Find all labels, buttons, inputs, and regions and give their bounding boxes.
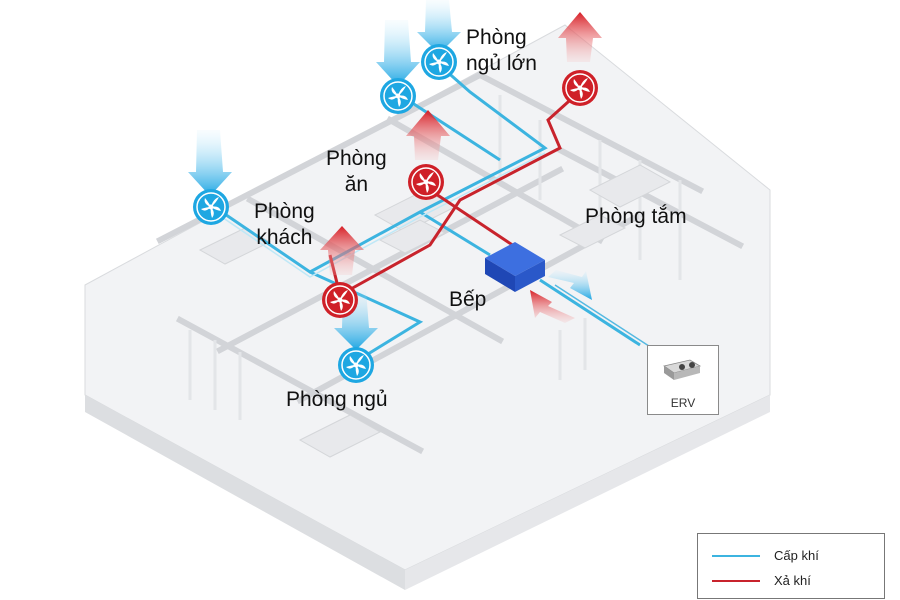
erv-callout-card: ERV xyxy=(647,345,719,415)
supply-arrows xyxy=(188,0,592,350)
blue-downward-arrow-icon xyxy=(376,20,420,86)
room-label-line: ăn xyxy=(344,173,369,196)
room-label-bathroom: Phòng tắm xyxy=(585,205,687,228)
legend-item-supply: Cấp khí xyxy=(712,547,877,565)
legend-label-exhaust: Xả khí xyxy=(774,573,811,588)
red-fan-vent-icon xyxy=(407,163,445,201)
erv-callout-line xyxy=(554,284,653,349)
room-label-line: ngủ lớn xyxy=(466,52,537,75)
room-label-living: Phòng khách xyxy=(254,199,315,251)
erv-unit-icon xyxy=(663,359,702,380)
room-label-line: Phòng xyxy=(466,26,527,49)
blue-downward-arrow-icon xyxy=(548,270,592,300)
erv-label: ERV xyxy=(670,396,696,410)
legend: Cấp khí Xả khí xyxy=(697,533,885,599)
erv-unit xyxy=(485,242,545,292)
blue-fan-vent-icon xyxy=(337,346,375,384)
red-upward-arrow-icon xyxy=(320,226,364,275)
room-label-dining: Phòng ăn xyxy=(326,146,387,198)
legend-item-exhaust: Xả khí xyxy=(712,572,877,590)
red-upward-arrow-icon xyxy=(530,290,575,323)
red-fan-vent-icon xyxy=(321,281,359,319)
blue-fan-vent-icon xyxy=(379,77,417,115)
blue-downward-arrow-icon xyxy=(188,130,232,196)
red-upward-arrow-icon xyxy=(406,110,450,160)
room-label-master-bedroom: Phòng ngủ lớn xyxy=(466,25,537,77)
legend-swatch-supply xyxy=(712,555,760,557)
room-label-kitchen: Bếp xyxy=(449,288,487,311)
legend-label-supply: Cấp khí xyxy=(774,548,819,563)
legend-swatch-exhaust xyxy=(712,580,760,582)
blue-fan-vent-icon xyxy=(420,43,458,81)
room-label-line: Phòng xyxy=(254,200,315,223)
supply-air-duct-highlight xyxy=(212,152,546,278)
room-label-bedroom: Phòng ngủ xyxy=(286,388,388,411)
exhaust-arrows xyxy=(320,12,602,323)
floor-plan xyxy=(84,24,771,590)
red-upward-arrow-icon xyxy=(558,12,602,62)
blue-fan-vent-icon xyxy=(192,188,230,226)
blue-downward-arrow-icon xyxy=(417,0,461,54)
red-fan-vent-icon xyxy=(561,69,599,107)
room-label-line: khách xyxy=(256,226,313,249)
room-label-line: Phòng xyxy=(326,147,387,170)
